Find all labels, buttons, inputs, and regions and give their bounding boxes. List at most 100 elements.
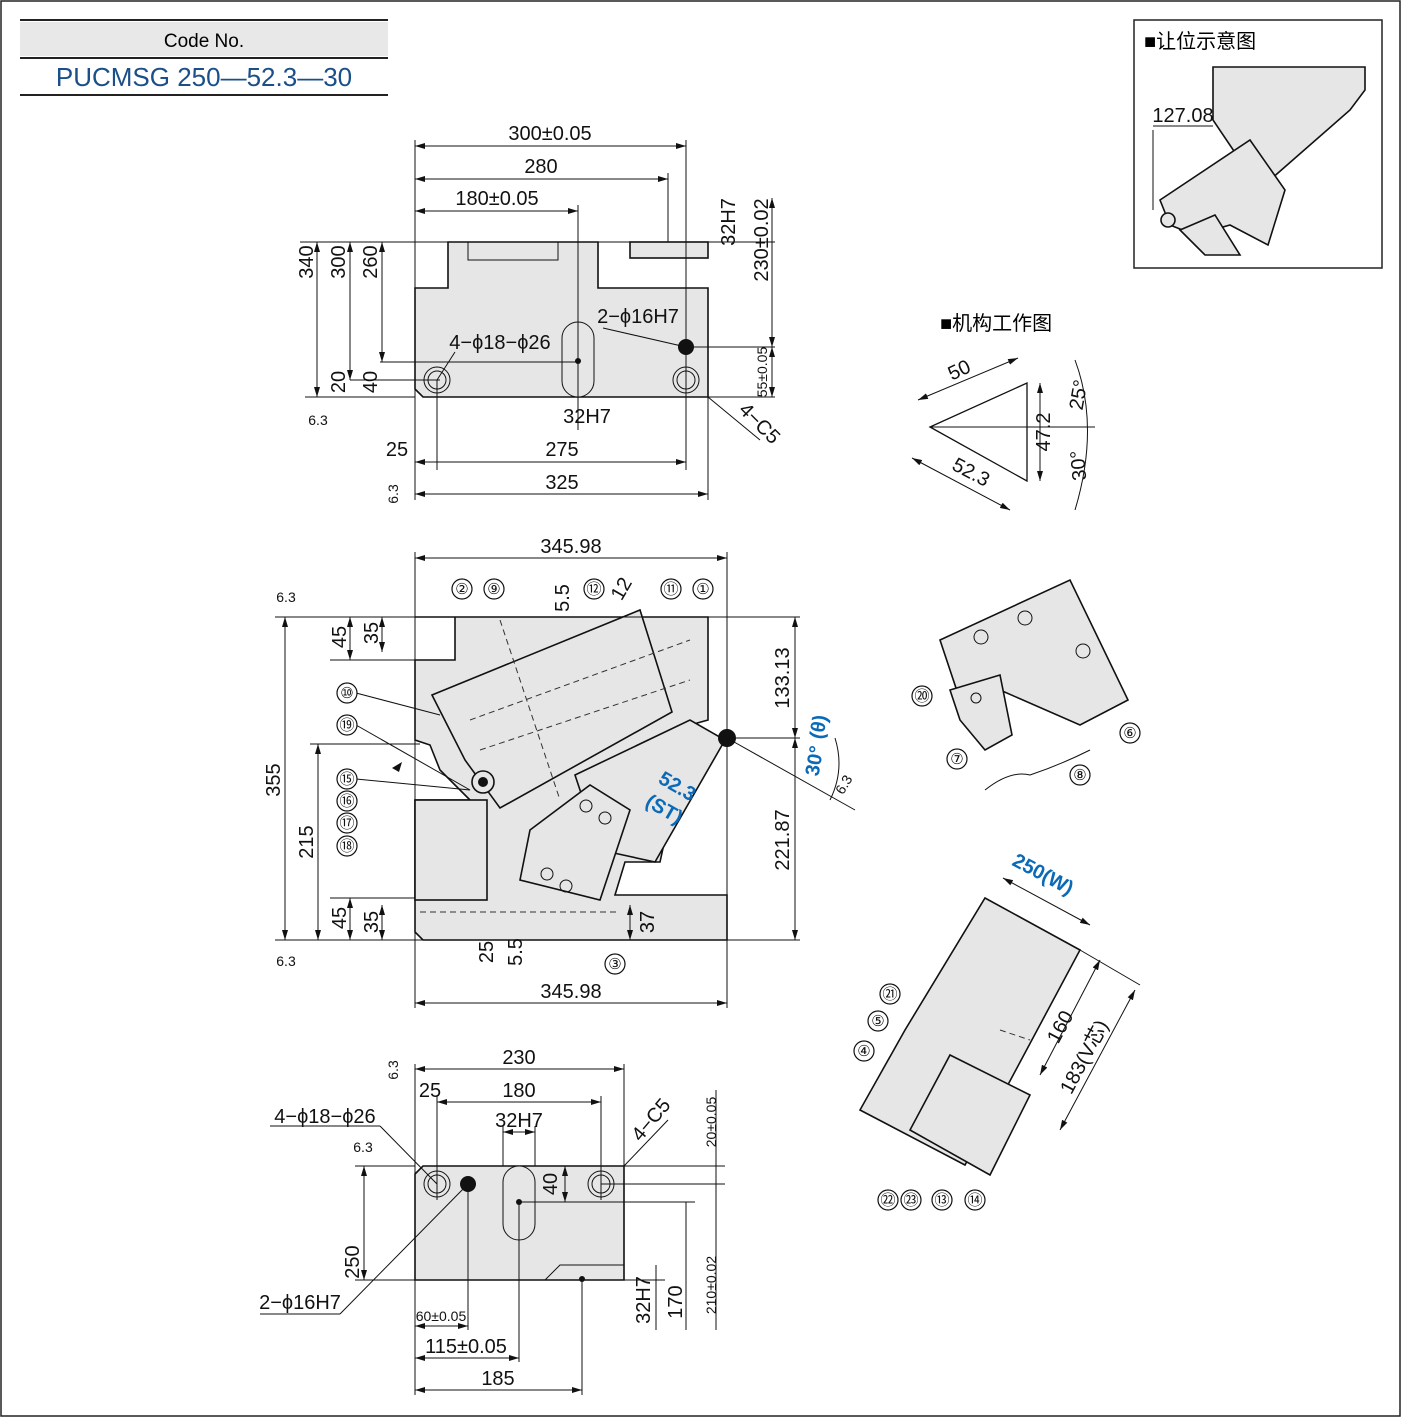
top-300v: 300 bbox=[328, 245, 350, 278]
top-340: 340 bbox=[296, 245, 318, 278]
balloon-label: ㉒ bbox=[880, 1192, 895, 1209]
balloon-23: ㉓ bbox=[900, 1189, 922, 1211]
balloon-16: ⑯ bbox=[336, 790, 358, 812]
code-block: Code No. PUCMSG 250—52.3—30 bbox=[20, 19, 388, 96]
balloon-1: ① bbox=[692, 578, 714, 600]
top-rough2: 6.3 bbox=[385, 484, 401, 504]
top-275: 275 bbox=[545, 439, 578, 461]
balloon-8: ⑧ bbox=[1069, 764, 1091, 786]
bot-115: 115±0.05 bbox=[425, 1336, 507, 1358]
balloon-2: ② bbox=[451, 578, 473, 600]
balloon-label: ⑰ bbox=[339, 815, 354, 832]
balloon-label: ㉓ bbox=[903, 1192, 918, 1209]
front-view: 345.98 345.98 355 215 45 35 45 35 133.13… bbox=[263, 536, 856, 1008]
bot-20: 20±0.05 bbox=[703, 1097, 719, 1148]
balloon-18: ⑱ bbox=[336, 835, 358, 857]
front-rough-right: 6.3 bbox=[832, 772, 856, 797]
mech-30deg: 30° bbox=[1067, 449, 1092, 481]
balloon-10: ⑩ bbox=[336, 682, 358, 704]
bot-250: 250 bbox=[342, 1245, 364, 1278]
bot-25: 25 bbox=[419, 1080, 441, 1102]
side-160: 160 bbox=[1043, 1007, 1078, 1047]
front-133: 133.13 bbox=[772, 647, 794, 708]
front-rough-bot: 6.3 bbox=[276, 953, 296, 969]
bot-230: 230 bbox=[502, 1047, 535, 1069]
front-45-top: 45 bbox=[329, 626, 351, 648]
front-35-bot: 35 bbox=[361, 911, 383, 933]
front-35-top: 35 bbox=[361, 622, 383, 644]
balloon-label: ⑲ bbox=[339, 717, 354, 734]
top-pin-holes: 2−ϕ16H7 bbox=[597, 306, 679, 328]
balloon-label: ⑬ bbox=[934, 1192, 949, 1209]
mech-25deg: 25° bbox=[1066, 378, 1093, 412]
clearance-dim: 127.08 bbox=[1152, 105, 1213, 127]
top-view: 300±0.05 280 180±0.05 340 300 260 20 40 … bbox=[296, 123, 784, 504]
top-300: 300±0.05 bbox=[508, 123, 591, 145]
balloon-label: ⑨ bbox=[487, 581, 500, 598]
front-355: 355 bbox=[263, 763, 285, 796]
balloon-label: ② bbox=[455, 581, 468, 598]
balloon-label: ⑥ bbox=[1123, 725, 1136, 742]
top-325: 325 bbox=[545, 472, 578, 494]
balloon-label: ⑮ bbox=[339, 771, 354, 788]
balloon-11: ⑪ bbox=[660, 578, 682, 600]
front-37: 37 bbox=[637, 911, 659, 933]
balloon-label: ⑦ bbox=[950, 751, 963, 768]
bot-rough1: 6.3 bbox=[385, 1060, 401, 1080]
balloon-3: ③ bbox=[604, 953, 626, 975]
balloon-9: ⑨ bbox=[483, 578, 505, 600]
front-25: 25 bbox=[476, 941, 498, 963]
top-25: 25 bbox=[386, 439, 408, 461]
front-5-5-bot: 5.5 bbox=[505, 938, 527, 966]
bot-pin-holes: 2−ϕ16H7 bbox=[259, 1292, 341, 1314]
balloon-4: ④ bbox=[853, 1040, 875, 1062]
front-width-top: 345.98 bbox=[540, 536, 601, 558]
front-221: 221.87 bbox=[772, 809, 794, 870]
front-5-5-top: 5.5 bbox=[552, 584, 574, 612]
top-55: 55±0.05 bbox=[754, 347, 770, 398]
balloon-label: ① bbox=[696, 581, 709, 598]
balloon-label: ⑤ bbox=[871, 1013, 884, 1030]
top-32h7-right: 32H7 bbox=[718, 198, 740, 246]
balloon-5: ⑤ bbox=[867, 1010, 889, 1032]
balloon-17: ⑰ bbox=[336, 812, 358, 834]
top-230: 230±0.02 bbox=[751, 198, 773, 281]
balloon-20: ⑳ bbox=[911, 685, 933, 707]
top-180: 180±0.05 bbox=[455, 188, 538, 210]
mechanism-diagram: ■机构工作图 50 52.3 47.2 25° 30° bbox=[911, 312, 1095, 511]
top-20: 20 bbox=[328, 371, 350, 393]
top-40: 40 bbox=[360, 371, 382, 393]
code-label: Code No. bbox=[164, 31, 244, 52]
top-chamfer: 4−C5 bbox=[734, 399, 784, 449]
top-280: 280 bbox=[524, 156, 557, 178]
front-angle: 30° bbox=[802, 744, 829, 778]
front-215: 215 bbox=[296, 825, 318, 858]
balloon-label: ⑱ bbox=[339, 838, 354, 855]
bot-32h7: 32H7 bbox=[495, 1110, 543, 1132]
front-width-bottom: 345.98 bbox=[540, 981, 601, 1003]
balloon-12: ⑫ bbox=[583, 578, 605, 600]
balloon-label: ⑧ bbox=[1073, 767, 1086, 784]
clearance-diagram: ■让位示意图 127.08 bbox=[1133, 19, 1383, 269]
balloon-label: ⑩ bbox=[340, 685, 353, 702]
clearance-title: ■让位示意图 bbox=[1144, 30, 1256, 53]
bot-60: 60±0.05 bbox=[416, 1308, 467, 1324]
mech-52-3: 52.3 bbox=[948, 454, 993, 492]
mechanism-detail bbox=[939, 578, 1130, 791]
bot-180: 180 bbox=[502, 1080, 535, 1102]
mechanism-title: ■机构工作图 bbox=[940, 312, 1052, 335]
balloon-21: ㉑ bbox=[879, 983, 901, 1005]
bot-210: 210±0.02 bbox=[703, 1256, 719, 1315]
top-32h7-slot: 32H7 bbox=[563, 406, 611, 428]
front-angle-sym: (θ) bbox=[806, 713, 832, 741]
balloon-label: ㉑ bbox=[882, 986, 897, 1003]
bot-170: 170 bbox=[665, 1285, 687, 1318]
top-260: 260 bbox=[360, 245, 382, 278]
side-view: 250(W) 160 183(V芯) bbox=[858, 850, 1141, 1177]
top-bolt-holes: 4−ϕ18−ϕ26 bbox=[449, 332, 550, 354]
balloon-22: ㉒ bbox=[877, 1189, 899, 1211]
balloon-14: ⑭ bbox=[964, 1189, 986, 1211]
balloon-label: ④ bbox=[857, 1043, 870, 1060]
